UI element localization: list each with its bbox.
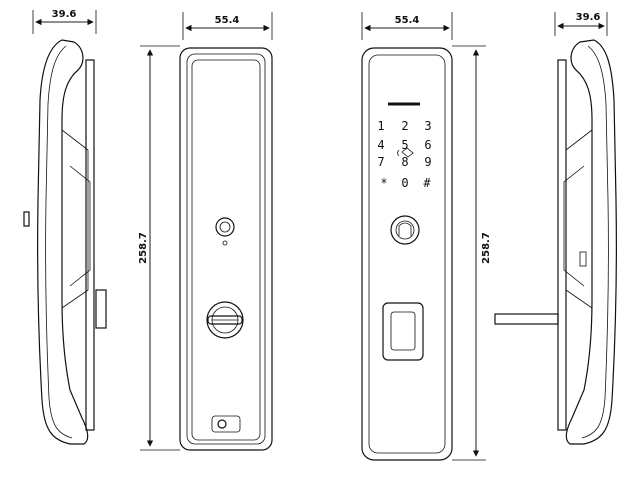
- back-indicator-dot: [222, 240, 228, 246]
- right-spindle: [494, 313, 559, 325]
- fingerprint-sensor-icon[interactable]: [390, 215, 420, 245]
- keypad-key-5[interactable]: 5: [401, 138, 408, 152]
- left-side-button: [23, 211, 30, 227]
- keypad-key-4[interactable]: 4: [377, 138, 384, 152]
- keypad-key-7[interactable]: 7: [377, 155, 384, 169]
- back-height-dimension: 258.7: [138, 45, 180, 451]
- right-handle-profile: [565, 39, 617, 445]
- front-width-dimension: 55.4: [361, 12, 453, 40]
- front-outer-plate: [361, 47, 453, 461]
- right-depth-dimension: 39.6: [554, 12, 608, 36]
- front-height-dimension: 258.7: [452, 45, 492, 461]
- keypad-key-6[interactable]: 6: [424, 138, 431, 152]
- keypad-key-8[interactable]: 8: [401, 155, 408, 169]
- front-handle-grip[interactable]: [382, 302, 424, 361]
- back-outer-plate: [179, 47, 273, 451]
- keypad-key-1[interactable]: 1: [377, 119, 384, 133]
- back-screw-icon: [217, 419, 227, 429]
- keypad-key-0[interactable]: 0: [401, 176, 408, 190]
- front-height-label: 258.7: [481, 232, 492, 264]
- keypad-key-9[interactable]: 9: [424, 155, 431, 169]
- left-backplate-edge: [85, 59, 95, 431]
- thumb-turn-icon: [206, 301, 244, 339]
- left-depth-label: 39.6: [52, 9, 77, 20]
- back-view: 55.4 258.7: [138, 12, 273, 451]
- keypad-key-2[interactable]: 2: [401, 119, 408, 133]
- right-depth-label: 39.6: [576, 12, 601, 23]
- back-knob-icon: [215, 217, 235, 237]
- front-inner-plate: [368, 54, 446, 454]
- keypad-key-3[interactable]: 3: [424, 119, 431, 133]
- back-width-label: 55.4: [215, 15, 240, 26]
- keypad-key-star[interactable]: *: [380, 176, 387, 190]
- left-handle-profile: [37, 39, 89, 445]
- front-view: 55.4 258.7 1 2 3 4 5 6 7 8 9 * 0 #: [361, 12, 492, 461]
- left-depth-dimension: 39.6: [32, 9, 97, 34]
- left-spindle: [95, 289, 107, 329]
- right-backplate-edge: [557, 59, 567, 431]
- right-side-view: 39.6: [494, 12, 617, 445]
- back-height-label: 258.7: [138, 232, 149, 264]
- front-width-label: 55.4: [395, 15, 420, 26]
- back-inner-plate: [186, 53, 266, 445]
- right-side-button: [579, 251, 587, 267]
- left-side-view: 39.6: [23, 9, 107, 445]
- back-width-dimension: 55.4: [182, 12, 273, 40]
- battery-cover: [211, 415, 241, 433]
- card-reader-icon: [397, 147, 414, 158]
- keypad-key-hash[interactable]: #: [423, 176, 431, 190]
